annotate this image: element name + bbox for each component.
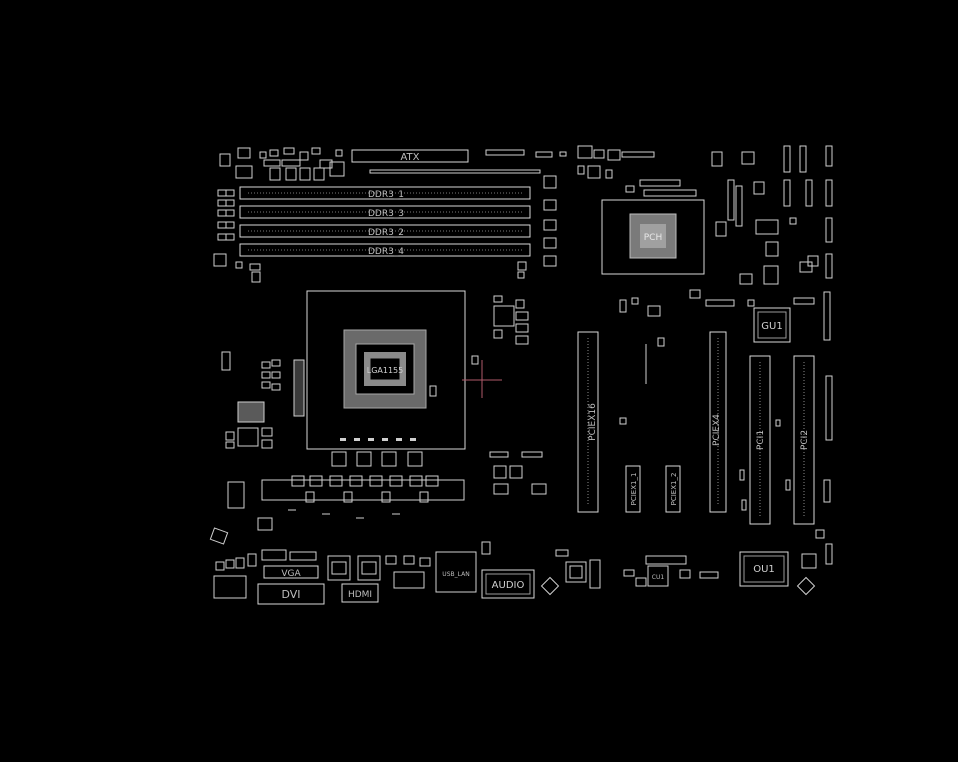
top-left-components [219, 147, 345, 181]
crosshair-cursor-icon [462, 360, 502, 398]
vga-connector: VGA [263, 565, 319, 579]
usb-lan-label: USB_LAN [442, 571, 469, 578]
slot-area-components [619, 337, 791, 511]
pciex16-label: PCIEX16 [588, 403, 598, 441]
pch-label: PCH [644, 233, 662, 243]
slot-pci1: PCI1 [749, 355, 771, 525]
ddr3-3-label: DDR3_3 [368, 209, 404, 219]
cu1-chip: CU1 [652, 574, 665, 581]
slot-pciex1-2: PCIEX1_2 [665, 465, 681, 513]
slot-pciex4: PCIEX4 [709, 331, 727, 513]
ou1-label: OU1 [753, 564, 775, 575]
gu1-label: GU1 [761, 321, 782, 332]
rear-io-components [213, 529, 825, 599]
cpu-socket: LGA1155 [306, 290, 466, 450]
pci1-label: PCI1 [756, 430, 766, 450]
usb-lan-connector: USB_LAN [442, 571, 469, 578]
atx-connector: ATX [351, 149, 469, 163]
dimm-slot-ddr3-4: DDR3_4 [239, 243, 531, 257]
dimm-slot-ddr3-2: DDR3_2 [239, 224, 531, 238]
ddr3-2-label: DDR3_2 [368, 228, 404, 238]
dvi-connector: DVI [257, 583, 325, 605]
dimm-side-components [213, 189, 557, 283]
pch-surrounding-components [577, 151, 813, 317]
right-edge-headers [783, 145, 833, 565]
dvi-label: DVI [281, 588, 300, 601]
pciex4-label: PCIEX4 [712, 414, 722, 446]
audio-label: AUDIO [492, 580, 525, 591]
audio-connector: AUDIO [481, 569, 535, 599]
ou1-chip: OU1 [739, 551, 789, 587]
vrm-components [209, 451, 465, 545]
slot-pciex1-1: PCIEX1_1 [625, 465, 641, 513]
socket-left-components [221, 351, 305, 449]
slot-pci2: PCI2 [793, 355, 815, 525]
dimm-slot-ddr3-3: DDR3_3 [239, 205, 531, 219]
socket-right-components [471, 295, 547, 495]
top-middle-headers [369, 145, 655, 189]
pci2-label: PCI2 [800, 430, 810, 450]
pciex1-1-label: PCIEX1_1 [630, 473, 638, 506]
ddr3-1-label: DDR3_1 [368, 190, 404, 200]
hdmi-connector: HDMI [341, 583, 379, 603]
gu1-chip: GU1 [747, 297, 815, 343]
cpu-socket-label: LGA1155 [367, 366, 404, 375]
ddr3-4-label: DDR3_4 [368, 247, 404, 257]
vga-label: VGA [281, 569, 301, 579]
pciex1-2-label: PCIEX1_2 [670, 473, 678, 506]
slot-pciex16: PCIEX16 [577, 331, 599, 513]
pch-chipset: PCH [601, 199, 727, 275]
atx-label: ATX [400, 152, 419, 163]
cu1-label: CU1 [652, 574, 665, 581]
hdmi-label: HDMI [348, 590, 372, 600]
dimm-slot-ddr3-1: DDR3_1 [239, 186, 531, 200]
